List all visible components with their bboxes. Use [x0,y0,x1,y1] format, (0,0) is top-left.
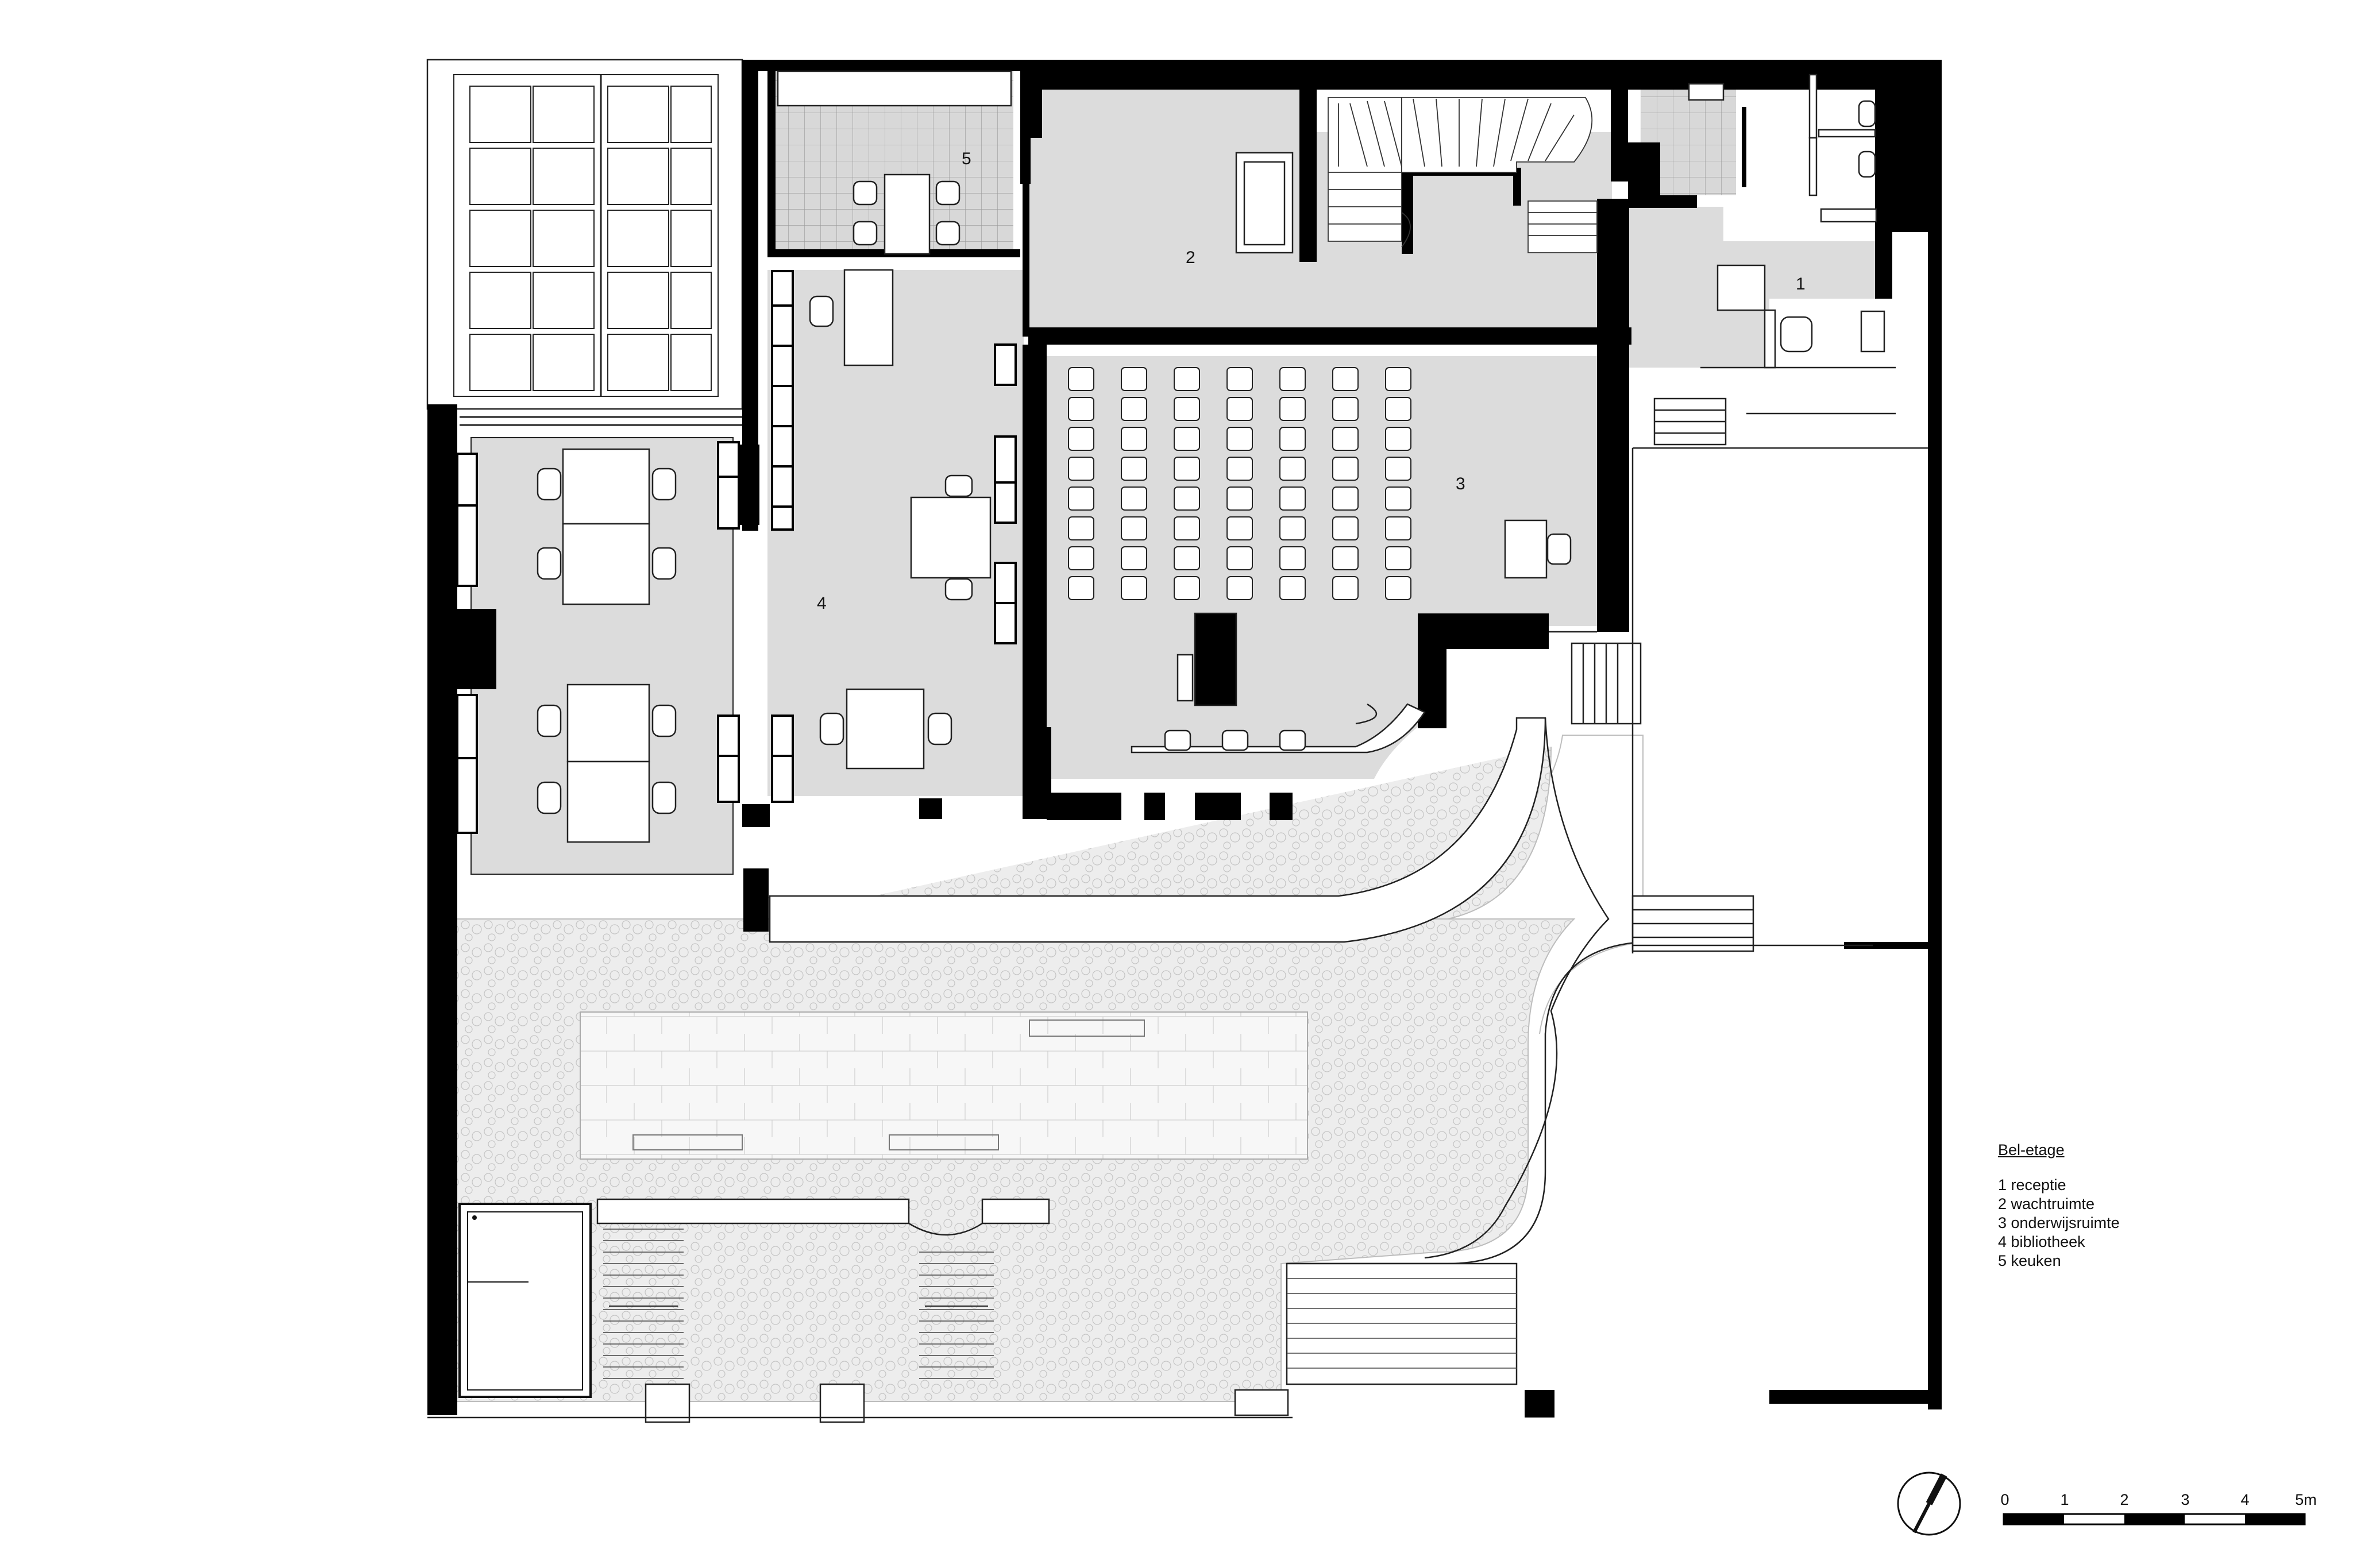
lecture-chair [1226,576,1253,600]
lecture-chair [1068,457,1094,481]
kitchen-furniture [777,70,1012,255]
lecture-chair [1279,486,1306,511]
lecture-chair [1332,427,1359,451]
room-numbers: 1 2 3 4 5 [817,149,1806,613]
room-number-1: 1 [1796,275,1806,293]
lecture-chair [1385,367,1411,391]
lecture-chair [1279,397,1306,421]
lecture-chair [1385,546,1411,570]
lecture-chair [1068,516,1094,540]
walls [427,60,1942,1415]
lecture-chair [1279,427,1306,451]
legend-item: 5 keuken [1998,1252,2061,1269]
lecture-chair [1121,486,1147,511]
legend-item: 2 wachtruimte [1998,1195,2095,1212]
lecture-chair [1121,427,1147,451]
scale-tick-2: 2 [2120,1491,2129,1508]
lecture-chair [1332,457,1359,481]
waiting-room-furniture [1235,152,1294,254]
lecture-chair [1121,516,1147,540]
scale-bar [2003,1513,2306,1525]
glass-roof [426,59,743,426]
lecture-chair [1174,367,1200,391]
lecture-chair [1226,516,1253,540]
lecture-chair [1385,516,1411,540]
lecture-chair [1174,457,1200,481]
lecture-chair [1121,457,1147,481]
room-number-5: 5 [962,149,971,168]
lecture-chair [1174,576,1200,600]
lecture-chair [1068,427,1094,451]
lecture-chair [1279,576,1306,600]
lecture-chair [1121,397,1147,421]
lecture-chair [1332,367,1359,391]
lecture-chair [1068,576,1094,600]
lecture-chair [1332,486,1359,511]
lecture-chair [1332,576,1359,600]
lecture-chair [1279,516,1306,540]
scale-tick-3: 3 [2181,1491,2190,1508]
legend-item: 4 bibliotheek [1998,1233,2085,1250]
lecture-chair [1332,516,1359,540]
library-furniture [537,269,992,843]
lecture-chair [1332,397,1359,421]
lecture-chair [1385,576,1411,600]
lecture-chair [1226,397,1253,421]
lecture-chair [1385,427,1411,451]
wooden-deck [580,1011,1308,1160]
room-number-3: 3 [1456,474,1465,493]
lecture-chair [1121,576,1147,600]
bookshelves [456,270,1017,834]
lecture-chair [1332,546,1359,570]
lecture-chair [1068,486,1094,511]
scale-tick-4: 4 [2240,1491,2250,1508]
lecture-chair [1385,397,1411,421]
legend-title: Bel-etage [1998,1141,2065,1158]
lecture-chair [1226,367,1253,391]
room-number-4: 4 [817,594,827,613]
lecture-chair [1121,546,1147,570]
legend-item: 1 receptie [1998,1176,2066,1194]
lecture-chair [1385,457,1411,481]
lecture-chair [1226,427,1253,451]
lecture-chair [1174,397,1200,421]
room-number-2: 2 [1186,248,1195,267]
toilets [1688,74,1876,196]
lecture-hall-furniture [1131,519,1572,754]
scale-tick-1: 1 [2060,1491,2069,1508]
lecture-chair [1174,516,1200,540]
lecture-chair [1121,367,1147,391]
lecture-chair [1226,457,1253,481]
lecture-chair [1279,546,1306,570]
lecture-chair [1174,546,1200,570]
lecture-chair [1068,367,1094,391]
lecture-chair [1226,546,1253,570]
scale-tick-5: 5m [2295,1491,2317,1508]
lecture-chair [1279,367,1306,391]
lecture-chair [1174,427,1200,451]
reception-furniture [1700,208,1896,415]
lecture-chair [1226,486,1253,511]
front-steps [1549,397,1928,953]
lecture-chair [1068,546,1094,570]
lecture-hall-chairs [1068,367,1411,600]
lecture-chair [1174,486,1200,511]
scale-tick-0: 0 [2000,1491,2009,1508]
lecture-chair [1068,397,1094,421]
lecture-chair [1385,486,1411,511]
courtyard [427,717,1644,1423]
legend: Bel-etage 1 receptie 2 wachtruimte 3 ond… [1998,1141,2120,1270]
lecture-chair [1279,457,1306,481]
north-arrow [1897,1472,1961,1536]
legend-item: 3 onderwijsruimte [1998,1214,2120,1231]
staircase [1328,97,1598,253]
